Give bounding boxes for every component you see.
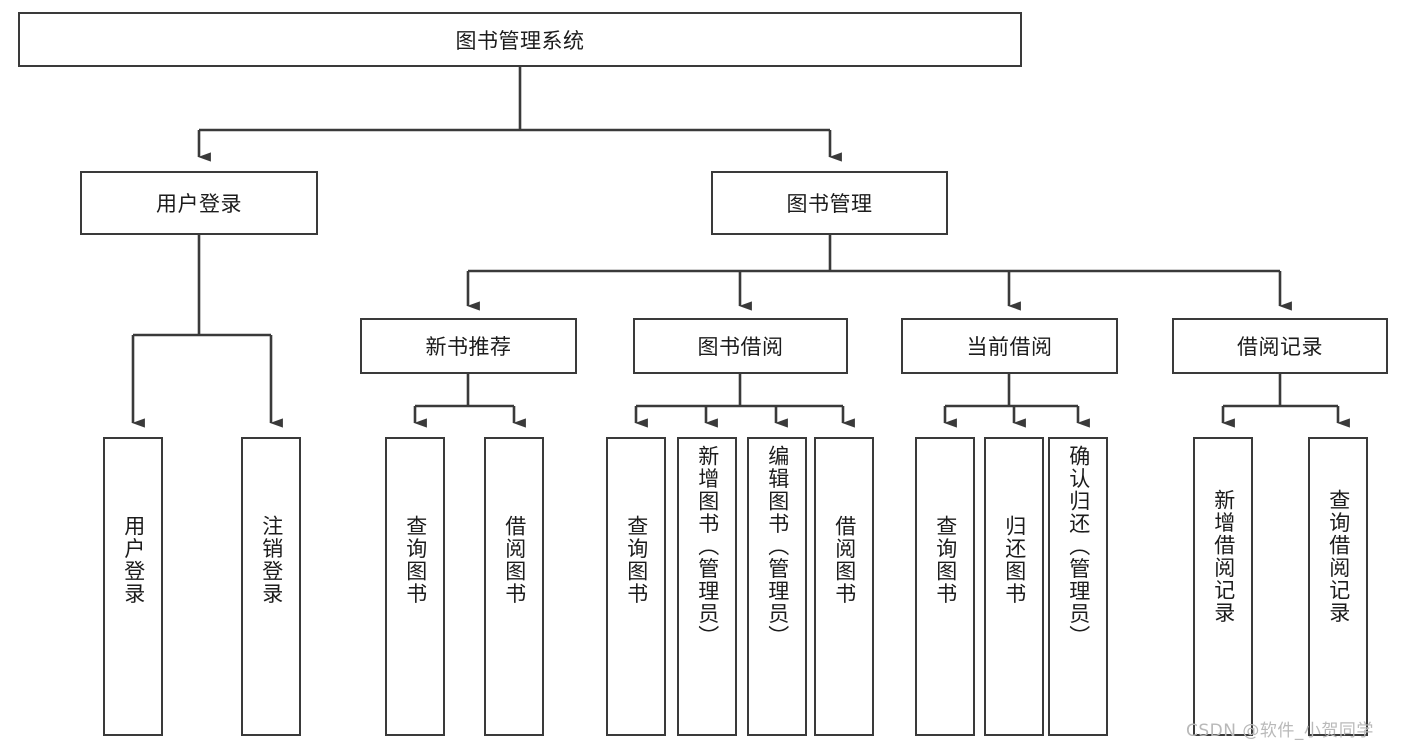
node-label: 新增图书（管理员）	[695, 445, 720, 648]
node-user-login[interactable]: 用户登录	[80, 171, 318, 235]
leaf-borrow-add-book-admin[interactable]: 新增图书（管理员）	[677, 437, 737, 736]
node-root-system[interactable]: 图书管理系统	[18, 12, 1022, 67]
node-new-book-recommend[interactable]: 新书推荐	[360, 318, 577, 374]
leaf-record-query-borrow-record[interactable]: 查询借阅记录	[1308, 437, 1368, 736]
node-label: 归还图书	[1002, 515, 1027, 605]
node-label: 注销登录	[259, 515, 284, 605]
node-label: 查询图书	[403, 515, 428, 605]
node-label: 确认归还（管理员）	[1066, 445, 1091, 648]
node-label: 借阅图书	[832, 515, 857, 605]
leaf-borrow-query-book[interactable]: 查询图书	[606, 437, 666, 736]
leaf-recommend-borrow-book[interactable]: 借阅图书	[484, 437, 544, 736]
watermark-text: CSDN @软件_小贺同学	[1186, 721, 1374, 741]
node-label: 借阅图书	[502, 515, 527, 605]
node-label: 用户登录	[156, 192, 242, 216]
node-label: 查询借阅记录	[1326, 489, 1351, 624]
node-label: 新书推荐	[425, 335, 512, 359]
node-current-borrow[interactable]: 当前借阅	[901, 318, 1118, 374]
leaf-record-add-borrow-record[interactable]: 新增借阅记录	[1193, 437, 1253, 736]
node-borrow-record[interactable]: 借阅记录	[1172, 318, 1388, 374]
leaf-recommend-query-book[interactable]: 查询图书	[385, 437, 445, 736]
node-label: 用户登录	[121, 515, 146, 605]
node-book-borrow[interactable]: 图书借阅	[633, 318, 848, 374]
leaf-borrow-edit-book-admin[interactable]: 编辑图书（管理员）	[747, 437, 807, 736]
node-label: 查询图书	[624, 515, 649, 605]
node-book-management[interactable]: 图书管理	[711, 171, 948, 235]
leaf-user-logout[interactable]: 注销登录	[241, 437, 301, 736]
leaf-current-return-book[interactable]: 归还图书	[984, 437, 1044, 736]
leaf-borrow-borrow-book[interactable]: 借阅图书	[814, 437, 874, 736]
node-label: 图书管理	[786, 192, 873, 216]
node-label: 编辑图书（管理员）	[765, 445, 790, 648]
node-label: 新增借阅记录	[1211, 489, 1236, 624]
node-label: 当前借阅	[966, 335, 1053, 359]
leaf-user-login-do[interactable]: 用户登录	[103, 437, 163, 736]
leaf-current-query-book[interactable]: 查询图书	[915, 437, 975, 736]
node-label: 查询图书	[933, 515, 958, 605]
node-label: 图书借阅	[697, 335, 784, 359]
node-label: 图书管理系统	[455, 28, 585, 53]
leaf-current-confirm-return-admin[interactable]: 确认归还（管理员）	[1048, 437, 1108, 736]
node-label: 借阅记录	[1237, 335, 1323, 359]
